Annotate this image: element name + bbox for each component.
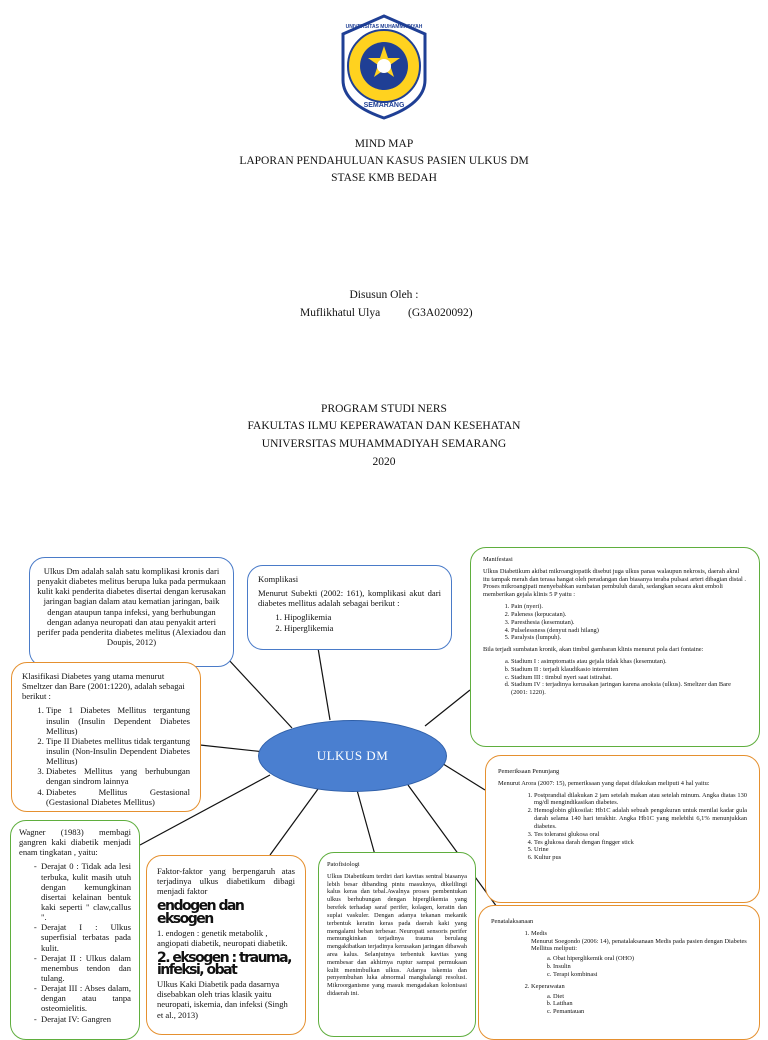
list-item: Insulin xyxy=(553,963,747,971)
list-item: Terapi kombinasi xyxy=(553,971,747,979)
wagner-intro: Wagner (1983) membagi gangren kaki diabe… xyxy=(19,827,131,858)
list-item: Pulselessness (denyut nadi hilang) xyxy=(511,627,747,635)
pemeriksaan-intro: Menurut Arora (2007: 15), pemeriksaan ya… xyxy=(498,779,710,787)
komplikasi-title: Komplikasi xyxy=(258,574,299,584)
list-item: Hipoglikemia xyxy=(284,612,441,622)
keperawatan-label: Keperawatan xyxy=(531,982,565,990)
inst-fakultas: FAKULTAS ILMU KEPERAWATAN DAN KESEHATAN xyxy=(247,420,521,432)
svg-text:UNIVERSITAS MUHAMMADIYAH: UNIVERSITAS MUHAMMADIYAH xyxy=(346,24,423,30)
komplikasi-intro: Menurut Subekti (2002: 161), komplikasi … xyxy=(258,588,441,609)
definisi-text: Ulkus Dm adalah salah satu komplikasi kr… xyxy=(37,566,226,647)
list-item: Latihan xyxy=(553,1000,747,1008)
medis-intro: Menurut Soegondo (2006: 14), penatalaksa… xyxy=(531,937,747,953)
list-item: Diabetes Mellitus Gestasional (Gestasion… xyxy=(46,787,190,807)
list-item: Paresthesia (kesemutan). xyxy=(511,619,747,627)
list-item: Diet xyxy=(553,993,747,1001)
faktor-intro: Faktor-faktor yang berpengaruh atas terj… xyxy=(157,866,295,897)
list-item: Kultur pus xyxy=(534,854,747,862)
author-name: Muflikhatul Ulya xyxy=(300,307,381,319)
faktor-outro: Ulkus Kaki Diabetik pada dasarnya diseba… xyxy=(157,979,288,1020)
doc-title-mindmap: MIND MAP xyxy=(354,138,414,150)
klasifikasi-intro: Klasifikasi Diabetes yang utama menurut … xyxy=(22,671,185,702)
author-nim: (G3A020092) xyxy=(408,307,473,319)
klasifikasi-box: Klasifikasi Diabetes yang utama menurut … xyxy=(11,662,201,812)
penatalaksanaan-box: Penatalaksanaan Medis Menurut Soegondo (… xyxy=(478,905,760,1040)
list-item: Paralysis (lumpuh). xyxy=(511,634,747,642)
center-node-ulkus-dm: ULKUS DM xyxy=(258,720,447,792)
doc-year: 2020 xyxy=(372,456,396,468)
faktor-overlap-text-2: 2. eksogen : trauma, infeksi, obat xyxy=(157,949,292,979)
inst-program: PROGRAM STUDI NERS xyxy=(321,403,447,415)
list-item: Hiperglikemia xyxy=(284,623,441,633)
list-item: Stadium III : timbul nyeri saat istiraha… xyxy=(511,674,747,682)
list-item: Derajat 0 : Tidak ada lesi terbuka, kuli… xyxy=(41,861,131,922)
manifestasi-box: Manifestasi Ulkus Diabetikum akibat mikr… xyxy=(470,547,760,747)
manifestasi-title: Manifestasi xyxy=(483,556,513,563)
list-item: Derajat I : Ulkus superfisial terbatas p… xyxy=(41,922,131,952)
list-item: Tipe 1 Diabetes Mellitus tergantung insu… xyxy=(46,705,190,735)
svg-text:SEMARANG: SEMARANG xyxy=(364,102,405,109)
wagner-box: Wagner (1983) membagi gangren kaki diabe… xyxy=(10,820,140,1040)
list-item: Obat hiperglikemik oral (OHO) xyxy=(553,955,747,963)
patofisiologi-text: Ulkus Diabetikum terdiri dari kavitas se… xyxy=(327,872,467,997)
list-item: Diabetes Mellitus yang berhubungan denga… xyxy=(46,766,190,786)
list-item: Hemoglobin glikosilat: Hb1C adalah sebua… xyxy=(534,807,747,830)
komplikasi-box: Komplikasi Menurut Subekti (2002: 161), … xyxy=(247,565,452,650)
definisi-box: Ulkus Dm adalah salah satu komplikasi kr… xyxy=(29,557,234,667)
list-item: Derajat IV: Gangren xyxy=(41,1014,131,1024)
list-item: Derajat II : Ulkus dalam menembus tendon… xyxy=(41,953,131,983)
pemeriksaan-box: Pemeriksaan Penunjang Menurut Arora (200… xyxy=(485,755,760,903)
list-item: Derajat III : Abses dalam, dengan atau t… xyxy=(41,983,131,1013)
list-item: Tes toleransi glukosa oral xyxy=(534,831,747,839)
list-item: Paleness (kepucatan). xyxy=(511,611,747,619)
patofisiologi-box: Patofisiologi Ulkus Diabetikum terdiri d… xyxy=(318,852,476,1037)
list-item: Stadium II : terjadi klaudikasio intermi… xyxy=(511,666,747,674)
penatalaksanaan-title: Penatalaksanaan xyxy=(491,918,534,925)
disusun-label: Disusun Oleh : xyxy=(349,289,419,301)
manifestasi-intro: Ulkus Diabetikum akibat mikroangiopatik … xyxy=(483,567,746,599)
doc-title-stase: STASE KMB BEDAH xyxy=(331,172,437,184)
university-logo: SEMARANG UNIVERSITAS MUHAMMADIYAH xyxy=(337,12,431,122)
faktor-overlap-text-1: endogen dan eksogen xyxy=(157,898,245,928)
patofisiologi-title: Patofisiologi xyxy=(327,861,360,868)
faktor-endogen: 1. endogen : genetik metabolik , angiopa… xyxy=(157,927,288,948)
pemeriksaan-title: Pemeriksaan Penunjang xyxy=(498,768,560,775)
list-item: Tes glukosa darah dengan fingger stick xyxy=(534,839,747,847)
list-item: Urine xyxy=(534,846,747,854)
list-item: Stadium IV : terjadinya kerusakan jaring… xyxy=(511,681,747,697)
manifestasi-intro2: Bila terjadi sumbatan kronik, akan timbu… xyxy=(483,646,704,654)
inst-universitas: UNIVERSITAS MUHAMMADIYAH SEMARANG xyxy=(261,438,507,450)
list-item: Stadium I : asimptomatis atau gejala tid… xyxy=(511,658,747,666)
list-item: Pemantauan xyxy=(553,1008,747,1016)
list-item: Tipe II Diabetes mellitus tidak tergantu… xyxy=(46,736,190,766)
list-item: Pain (nyeri). xyxy=(511,603,747,611)
list-item: Postprandial dilakukan 2 jam setelah mak… xyxy=(534,792,747,808)
faktor-box: Faktor-faktor yang berpengaruh atas terj… xyxy=(146,855,306,1035)
medis-label: Medis xyxy=(531,929,547,937)
doc-title-laporan: LAPORAN PENDAHULUAN KASUS PASIEN ULKUS D… xyxy=(239,155,529,167)
